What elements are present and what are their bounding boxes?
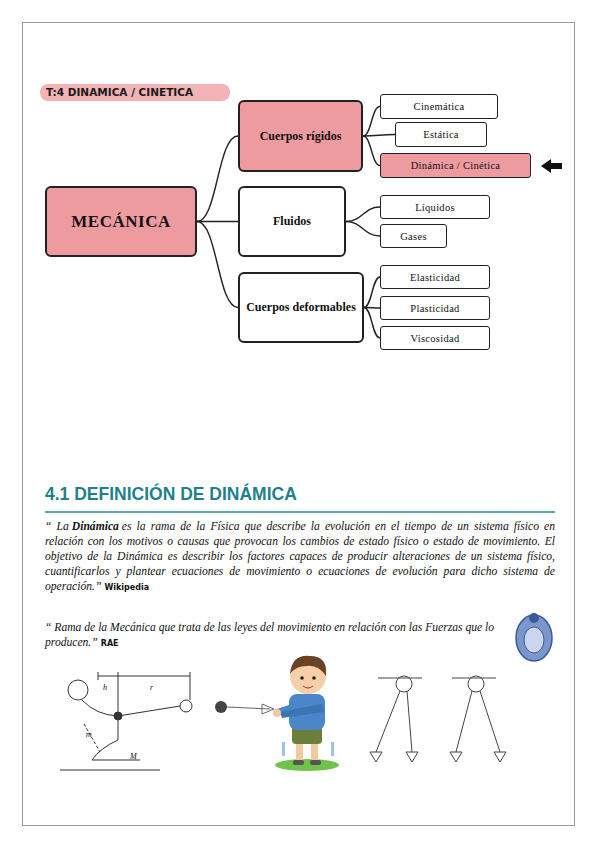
node-text: Plasticidad <box>410 303 459 314</box>
inverted-pendulum-figure <box>60 672 192 770</box>
subcategory-box: Plasticidad <box>380 296 490 320</box>
branch-line <box>363 135 395 137</box>
subcategory-box: Viscosidad <box>380 326 490 350</box>
root-box: MECÁNICA <box>45 186 197 257</box>
hammer-throw <box>215 701 274 714</box>
node-text: Cuerpos rígidos <box>260 129 342 144</box>
category-box: Fluidos <box>238 186 346 257</box>
quote-paragraph: “ Rama de la Mecánica que trata de las l… <box>45 620 505 651</box>
figure-symbol: r <box>150 683 153 692</box>
boy-cartoon <box>273 656 339 771</box>
source-note: Wikipedia <box>104 583 149 592</box>
category-box: Cuerpos rígidos <box>238 100 363 172</box>
subcategory-box: Líquidos <box>380 195 490 219</box>
subcategory-box: Dinámica / Cinética <box>380 153 531 178</box>
node-text: Gases <box>400 231 427 242</box>
category-box: Cuerpos deformables <box>238 272 364 343</box>
node-text: Fluidos <box>273 214 311 229</box>
figure-symbol: M <box>130 752 137 761</box>
branch-line <box>364 308 380 339</box>
branch-line <box>197 222 238 308</box>
node-text: Líquidos <box>415 202 455 213</box>
pendulum-diagrams <box>370 676 506 762</box>
quote-text: “ La <box>45 520 69 533</box>
emphasis-term: Dinámica <box>72 520 119 533</box>
branch-line <box>363 107 380 137</box>
node-text: Estática <box>423 129 459 140</box>
subcategory-box: Estática <box>395 122 487 147</box>
branch-line <box>197 221 238 222</box>
quote-text: es la rama de la Física que describe la … <box>45 520 555 593</box>
branch-line <box>346 207 380 222</box>
quote-paragraph: “ LaDinámicaes la rama de la Física que … <box>45 519 555 595</box>
node-text: Elasticidad <box>410 272 460 283</box>
subcategory-box: Cinemática <box>380 94 498 119</box>
branch-line <box>363 136 380 166</box>
section-heading: 4.1 DEFINICIÓN DE DINÁMICA <box>45 483 297 505</box>
chapter-title: T:4 DINAMICA / CINETICA <box>46 86 193 99</box>
subcategory-box: Elasticidad <box>380 265 490 289</box>
node-text: Cinemática <box>414 101 465 112</box>
branch-line <box>364 277 380 308</box>
source-note: RAE <box>101 639 119 648</box>
node-text: Dinámica / Cinética <box>411 160 501 171</box>
branch-line <box>197 136 238 222</box>
figure-symbol: m <box>86 730 92 739</box>
branch-line <box>346 222 380 237</box>
node-text: MECÁNICA <box>71 214 170 229</box>
rae-emblem <box>516 613 552 661</box>
figure-symbol: h <box>103 683 107 692</box>
node-text: Viscosidad <box>410 333 459 344</box>
node-text: Cuerpos deformables <box>246 300 356 315</box>
subcategory-box: Gases <box>380 224 447 248</box>
